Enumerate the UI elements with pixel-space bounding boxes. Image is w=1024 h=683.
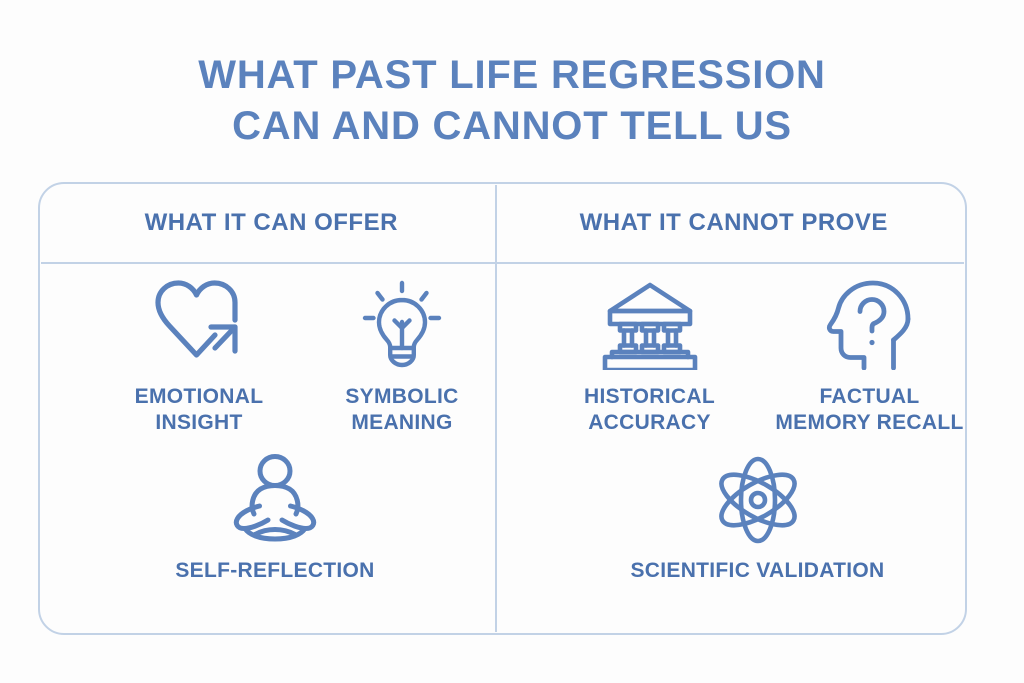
lightbulb-icon: [356, 278, 448, 370]
meditation-icon: [225, 454, 325, 546]
item-self-reflection: SELF-REFLECTION: [140, 454, 410, 584]
item-label: HISTORICAL ACCURACY: [584, 385, 715, 435]
item-factual-memory-recall: FACTUAL MEMORY RECALL: [755, 278, 985, 437]
item-label: SYMBOLIC MEANING: [345, 385, 459, 435]
column-divider: [495, 185, 497, 632]
atom-icon: [708, 454, 808, 546]
item-label: SCIENTIFIC VALIDATION: [630, 559, 885, 582]
page-title-line-1: WHAT PAST LIFE REGRESSION: [198, 53, 826, 97]
item-emotional-insight: EMOTIONAL INSIGHT: [94, 278, 304, 437]
heart-arrow-icon: [149, 278, 249, 370]
column-header-cannot-prove: WHAT IT CANNOT PROVE: [579, 209, 888, 236]
card-header-row: WHAT IT CAN OFFER WHAT IT CANNOT PROVE: [40, 184, 965, 262]
header-divider: [41, 262, 964, 264]
item-label: SELF-REFLECTION: [175, 559, 375, 582]
head-question-mark-icon: [824, 278, 916, 370]
item-label: FACTUAL MEMORY RECALL: [775, 385, 964, 435]
card-body: EMOTIONAL INSIGHT: [40, 264, 965, 635]
museum-building-icon: [598, 278, 702, 370]
column-cannot-prove: HISTORICAL ACCURACY FACTUAL MEMORY R: [503, 264, 966, 635]
item-historical-accuracy: HISTORICAL ACCURACY: [545, 278, 755, 437]
item-symbolic-meaning: SYMBOLIC MEANING: [312, 278, 492, 437]
comparison-card: WHAT IT CAN OFFER WHAT IT CANNOT PROVE E…: [38, 182, 967, 635]
page-title: WHAT PAST LIFE REGRESSION CAN AND CANNOT…: [0, 50, 1024, 152]
item-scientific-validation: SCIENTIFIC VALIDATION: [613, 454, 903, 584]
column-header-can-offer: WHAT IT CAN OFFER: [144, 209, 398, 236]
column-can-offer: EMOTIONAL INSIGHT: [40, 264, 503, 635]
item-label: EMOTIONAL INSIGHT: [134, 385, 264, 435]
page-title-line-2: CAN AND CANNOT TELL US: [232, 104, 792, 149]
